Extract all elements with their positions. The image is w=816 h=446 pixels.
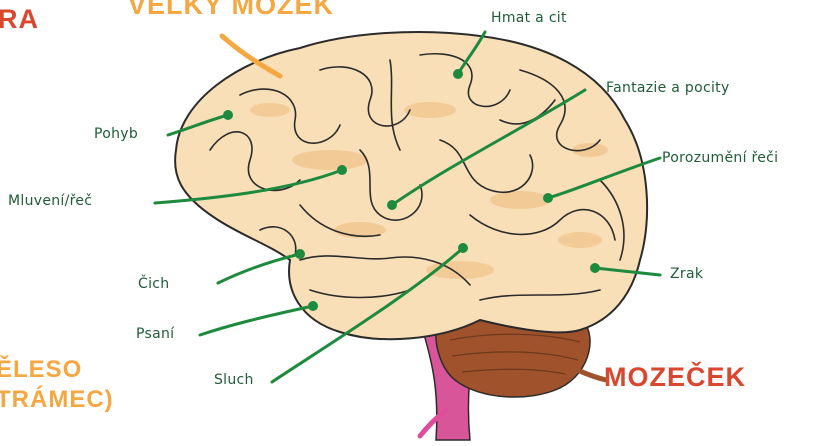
- pointer-psani: [200, 306, 313, 335]
- title-left-bottom-line2: TRÁMEC): [0, 386, 114, 414]
- dot-zrak: [590, 263, 600, 273]
- dot-hmat: [453, 69, 463, 79]
- title-mozecek: MOZEČEK: [604, 362, 746, 393]
- label-mluveni-rec: Mluvení/řeč: [8, 193, 92, 209]
- title-velky-mozek: VELKÝ MOZEK: [128, 0, 334, 21]
- label-sluch: Sluch: [214, 372, 254, 388]
- dot-sluch: [458, 243, 468, 253]
- label-hmat-a-cit: Hmat a cit: [491, 10, 567, 26]
- label-cich: Čich: [138, 276, 169, 292]
- label-psani: Psaní: [136, 326, 174, 342]
- dot-pohyb: [223, 110, 233, 120]
- title-left-bottom-line1: ĚLESO: [0, 356, 82, 384]
- title-left-top-fragment: RA: [0, 4, 39, 35]
- dot-psani: [308, 301, 318, 311]
- dot-mluveni: [337, 165, 347, 175]
- label-zrak: Zrak: [670, 266, 703, 282]
- label-fantazie-a-pocity: Fantazie a pocity: [606, 80, 730, 96]
- dot-fantazie: [387, 200, 397, 210]
- label-porozumeni-reci: Porozumění řeči: [662, 150, 778, 166]
- dot-cich: [295, 249, 305, 259]
- label-pohyb: Pohyb: [94, 126, 138, 142]
- dot-porozumeni: [543, 193, 553, 203]
- pointer-cich: [218, 254, 300, 283]
